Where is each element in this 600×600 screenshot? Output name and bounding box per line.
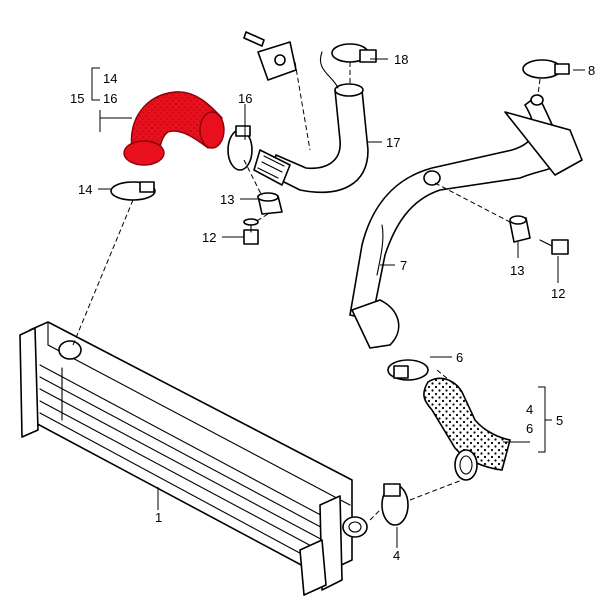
callout-12-left: 12: [202, 230, 216, 245]
clamp-8[interactable]: [522, 59, 570, 79]
charge-air-hose-highlighted[interactable]: [123, 91, 225, 166]
sensor-bracket[interactable]: [243, 31, 297, 81]
charge-air-pipe-7[interactable]: [349, 94, 583, 349]
callout-6: 6: [456, 350, 463, 365]
callout-6-group: 6: [526, 421, 533, 436]
grommet-13-left[interactable]: [257, 192, 283, 215]
callout-15: 15: [70, 91, 84, 106]
callout-7: 7: [400, 258, 407, 273]
clamp-14[interactable]: [110, 181, 156, 201]
assembly-lines: [72, 61, 541, 521]
bolt-12-right[interactable]: [539, 239, 569, 255]
clamp-16[interactable]: [227, 125, 253, 171]
leader-lines: [91, 58, 585, 548]
callout-16-group: 16: [103, 91, 117, 106]
callout-12-right: 12: [551, 286, 565, 301]
callout-13-left: 13: [220, 192, 234, 207]
callout-5: 5: [556, 413, 563, 428]
callout-18: 18: [394, 52, 408, 67]
charge-air-hose-lower[interactable]: [423, 377, 511, 481]
grommet-13-right[interactable]: [509, 215, 531, 243]
callouts: 14 15 16 16 18 17 14 13 12 8 7 13 12 6 4…: [70, 52, 595, 563]
charge-air-pipe-17[interactable]: [253, 51, 369, 194]
callout-4-clamp: 4: [393, 548, 400, 563]
callout-8: 8: [588, 63, 595, 78]
callout-1: 1: [155, 510, 162, 525]
callout-4-group: 4: [526, 402, 533, 417]
callout-14-group: 14: [103, 71, 117, 86]
clamp-18[interactable]: [331, 43, 377, 63]
callout-14-clamp: 14: [78, 182, 92, 197]
intercooler[interactable]: [19, 321, 368, 596]
bolt-12-left[interactable]: [243, 218, 259, 245]
clamp-4[interactable]: [381, 483, 409, 526]
callout-17: 17: [386, 135, 400, 150]
clamp-6[interactable]: [387, 359, 429, 381]
callout-13-right: 13: [510, 263, 524, 278]
callout-16-clamp: 16: [238, 91, 252, 106]
